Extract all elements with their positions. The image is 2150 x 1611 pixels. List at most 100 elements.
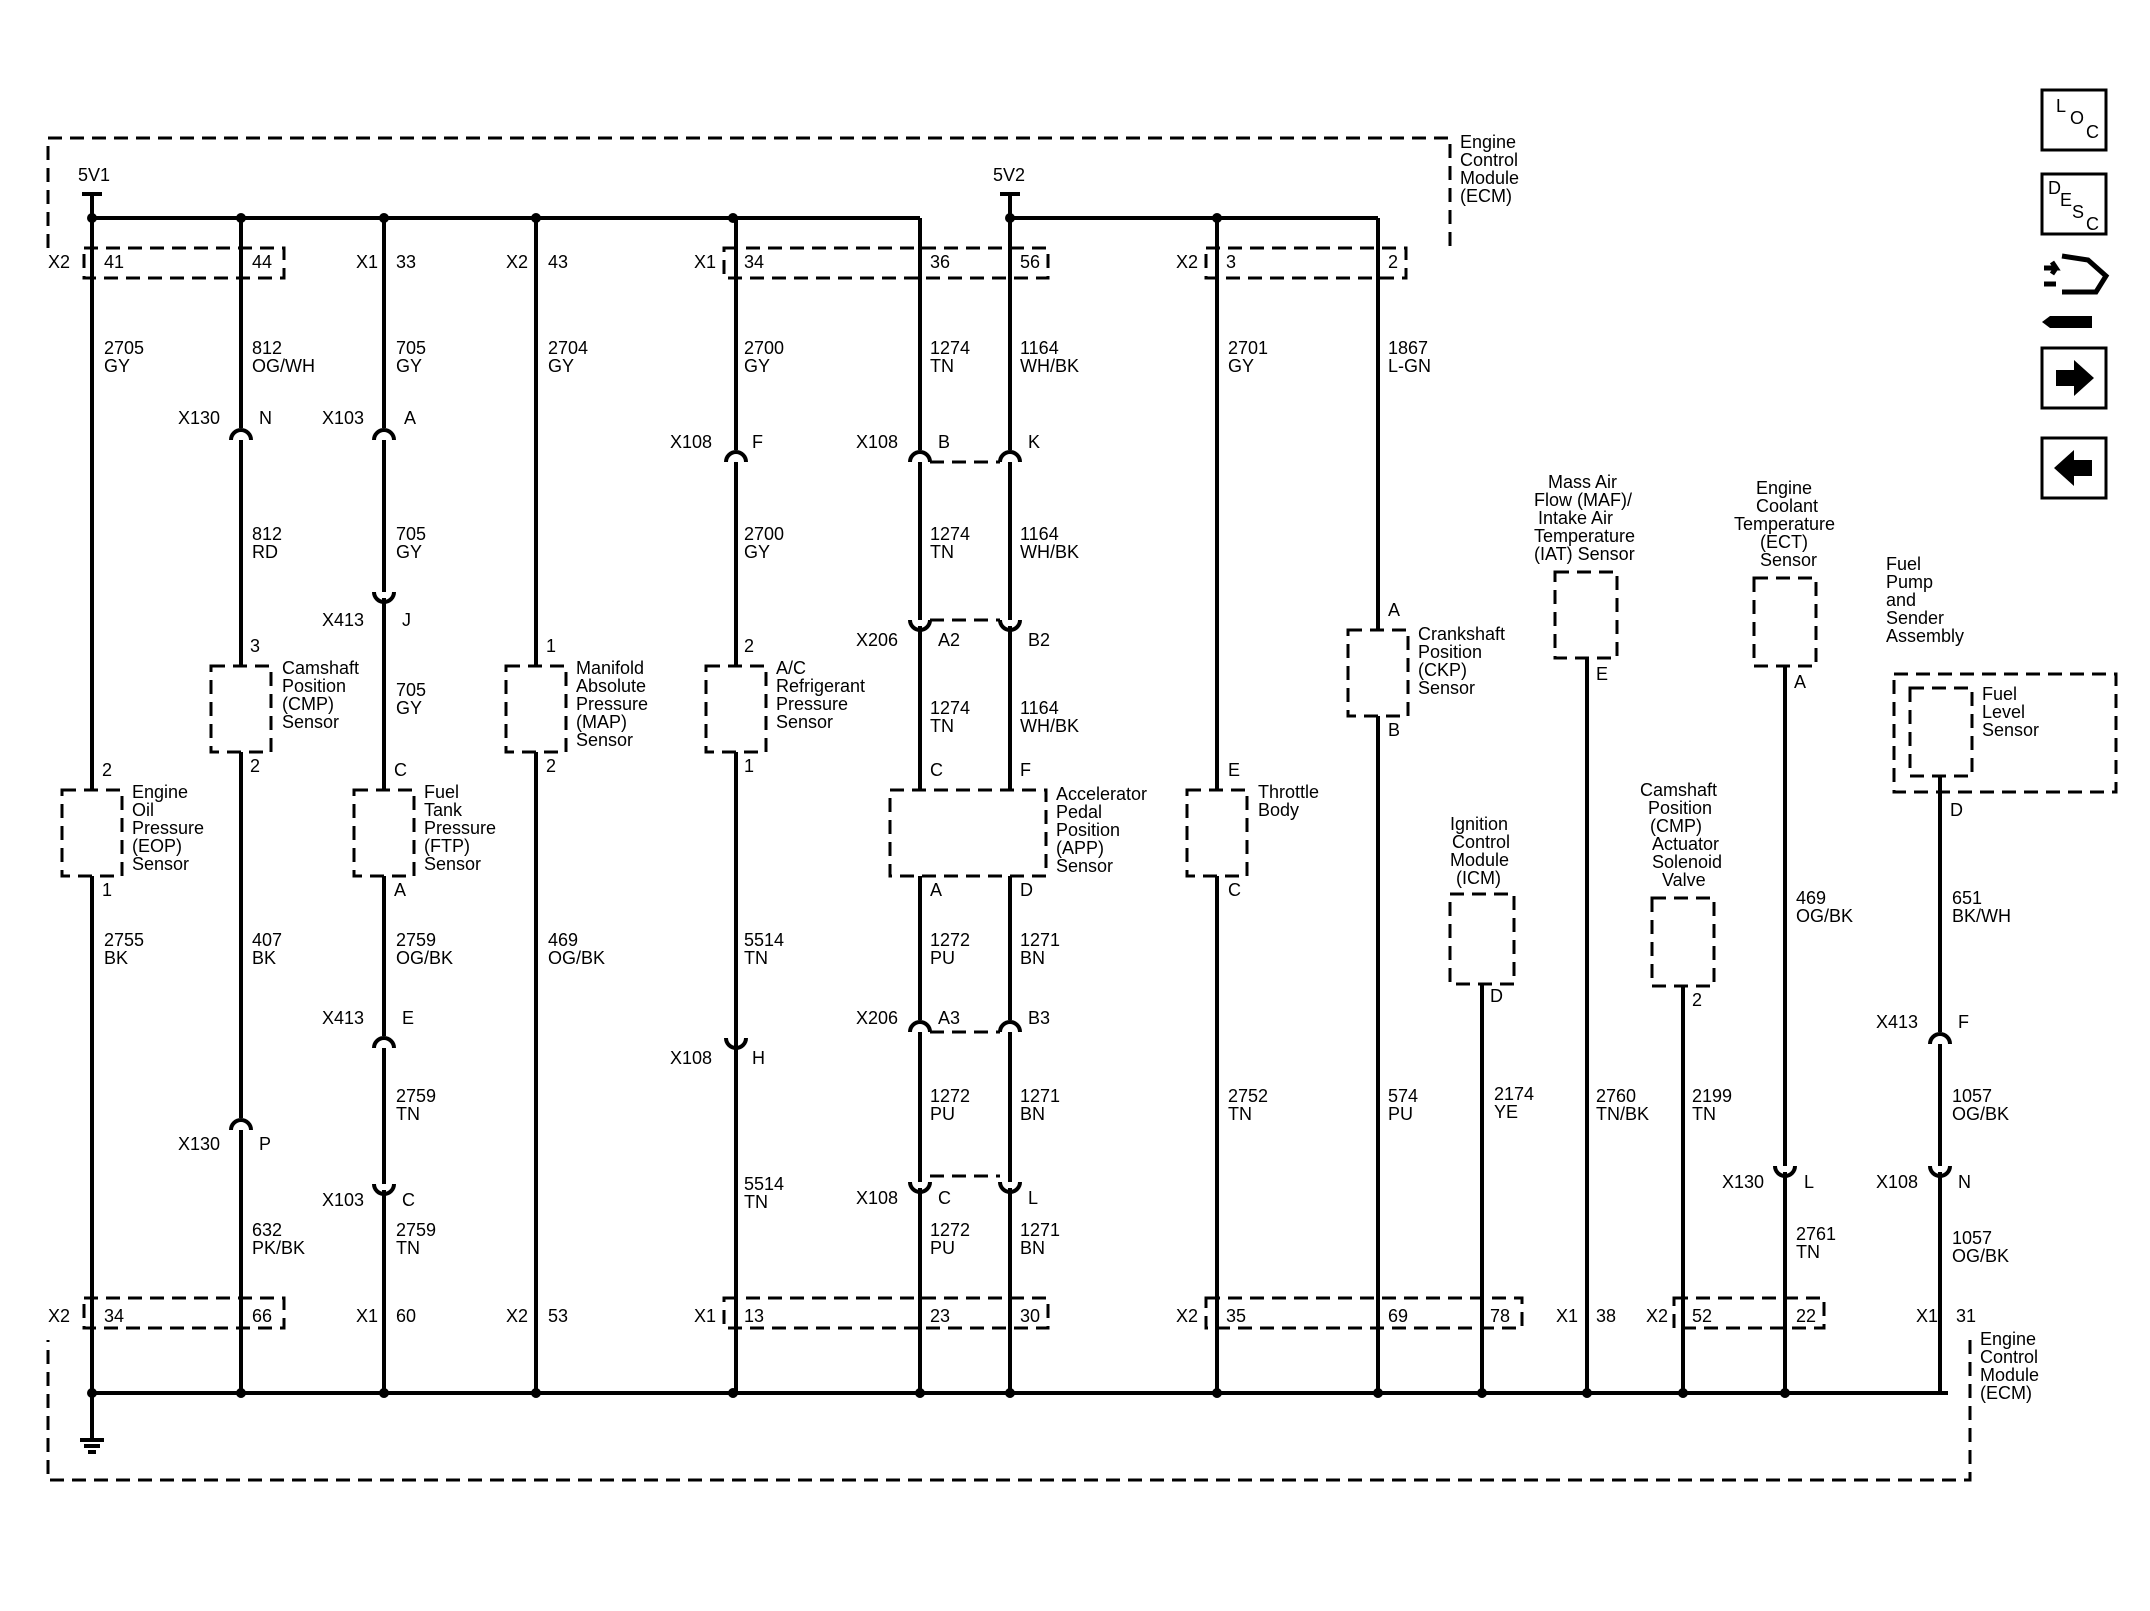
- svg-text:651: 651: [1952, 888, 1982, 908]
- previous-page-button[interactable]: [2040, 436, 2108, 500]
- svg-text:D: D: [2048, 178, 2061, 198]
- svg-text:Position: Position: [1056, 820, 1120, 840]
- svg-text:B: B: [938, 432, 950, 452]
- svg-text:Level: Level: [1982, 702, 2025, 722]
- svg-text:TN: TN: [1796, 1242, 1820, 1262]
- svg-text:GY: GY: [548, 356, 574, 376]
- svg-text:TN: TN: [930, 542, 954, 562]
- svg-text:5514: 5514: [744, 930, 784, 950]
- svg-text:38: 38: [1596, 1306, 1616, 1326]
- wire-segments: [90, 218, 1948, 1395]
- svg-text:X1: X1: [1556, 1306, 1578, 1326]
- svg-text:P: P: [259, 1134, 271, 1154]
- desc-button[interactable]: D E S C: [2040, 172, 2108, 236]
- svg-text:Temperature: Temperature: [1734, 514, 1835, 534]
- ignition-control-module: D Ignition Control Module (ICM): [1448, 814, 1516, 1006]
- svg-text:A: A: [1794, 672, 1806, 692]
- cmp-actuator-solenoid-valve: 2 Camshaft Position (CMP) Actuator Solen…: [1640, 780, 1722, 1010]
- svg-text:Intake Air: Intake Air: [1538, 508, 1613, 528]
- svg-text:A2: A2: [938, 630, 960, 650]
- ecm-label-top: Engine Control Module (ECM): [1460, 132, 1519, 206]
- svg-text:407: 407: [252, 930, 282, 950]
- eop-sensor: 2 1 Engine Oil Pressure (EOP) Sensor: [60, 760, 204, 900]
- ecm-top-boundary: [46, 136, 1452, 248]
- svg-text:2174: 2174: [1494, 1084, 1534, 1104]
- svg-text:Sensor: Sensor: [1418, 678, 1475, 698]
- bottom-connector-x2-d: [1672, 1296, 1826, 1330]
- svg-text:X108: X108: [1876, 1172, 1918, 1192]
- svg-text:Refrigerant: Refrigerant: [776, 676, 865, 696]
- svg-text:X2: X2: [506, 252, 528, 272]
- svg-text:X413: X413: [322, 610, 364, 630]
- svg-text:Camshaft: Camshaft: [282, 658, 359, 678]
- svg-text:X2: X2: [1646, 1306, 1668, 1326]
- loc-button[interactable]: L O C: [2040, 88, 2108, 152]
- bottom-connector-x2-c: [1204, 1296, 1524, 1330]
- svg-text:2752: 2752: [1228, 1086, 1268, 1106]
- connector-icon[interactable]: [2042, 253, 2110, 328]
- svg-text:Fuel: Fuel: [1982, 684, 2017, 704]
- svg-text:(MAP): (MAP): [576, 712, 627, 732]
- svg-text:D: D: [1020, 880, 1033, 900]
- svg-text:2759: 2759: [396, 1086, 436, 1106]
- svg-text:66: 66: [252, 1306, 272, 1326]
- svg-text:1: 1: [546, 636, 556, 656]
- svg-text:(ICM): (ICM): [1456, 868, 1501, 888]
- svg-text:Engine: Engine: [1980, 1329, 2036, 1349]
- svg-text:23: 23: [930, 1306, 950, 1326]
- ground-symbol: [80, 1393, 104, 1454]
- svg-text:53: 53: [548, 1306, 568, 1326]
- svg-text:X108: X108: [856, 1188, 898, 1208]
- svg-text:Accelerator: Accelerator: [1056, 784, 1147, 804]
- svg-text:Position: Position: [282, 676, 346, 696]
- ftp-sensor: C A Fuel Tank Pressure (FTP) Sensor: [352, 760, 496, 900]
- svg-text:1164: 1164: [1020, 524, 1059, 544]
- svg-text:22: 22: [1796, 1306, 1816, 1326]
- svg-text:Coolant: Coolant: [1756, 496, 1818, 516]
- svg-text:2755: 2755: [104, 930, 144, 950]
- svg-text:1272: 1272: [930, 930, 970, 950]
- throttle-body: E C Throttle Body: [1185, 760, 1319, 900]
- svg-text:(EOP): (EOP): [132, 836, 182, 856]
- svg-text:705: 705: [396, 338, 426, 358]
- svg-text:TN: TN: [744, 948, 768, 968]
- svg-text:Sender: Sender: [1886, 608, 1944, 628]
- svg-text:X206: X206: [856, 630, 898, 650]
- svg-text:2704: 2704: [548, 338, 588, 358]
- svg-text:Flow (MAF)/: Flow (MAF)/: [1534, 490, 1632, 510]
- maf-iat-sensor: E Mass Air Flow (MAF)/ Intake Air Temper…: [1534, 472, 1635, 684]
- svg-text:Mass Air: Mass Air: [1548, 472, 1617, 492]
- svg-text:1164: 1164: [1020, 338, 1059, 358]
- svg-text:Control: Control: [1980, 1347, 2038, 1367]
- svg-text:574: 574: [1388, 1086, 1418, 1106]
- ect-sensor: A Engine Coolant Temperature (ECT) Senso…: [1734, 478, 1835, 692]
- svg-text:C: C: [938, 1188, 951, 1208]
- svg-text:(CMP): (CMP): [282, 694, 334, 714]
- top-connector-x1-b: [722, 246, 1050, 280]
- svg-text:Absolute: Absolute: [576, 676, 646, 696]
- svg-text:469: 469: [1796, 888, 1826, 908]
- svg-text:2761: 2761: [1796, 1224, 1836, 1244]
- svg-text:X2: X2: [1176, 1306, 1198, 1326]
- bottom-connector-x1-b: [722, 1296, 1050, 1330]
- svg-text:E: E: [402, 1008, 414, 1028]
- svg-text:A: A: [404, 408, 416, 428]
- svg-text:Control: Control: [1452, 832, 1510, 852]
- map-sensor: 1 2 Manifold Absolute Pressure (MAP) Sen…: [504, 636, 648, 776]
- svg-text:A: A: [394, 880, 406, 900]
- svg-text:812: 812: [252, 338, 282, 358]
- svg-text:52: 52: [1692, 1306, 1712, 1326]
- svg-text:TN: TN: [930, 356, 954, 376]
- svg-text:Module: Module: [1460, 168, 1519, 188]
- svg-text:TN/BK: TN/BK: [1596, 1104, 1649, 1124]
- svg-text:and: and: [1886, 590, 1916, 610]
- svg-text:TN: TN: [396, 1104, 420, 1124]
- next-page-button[interactable]: [2040, 346, 2108, 410]
- svg-text:PU: PU: [930, 948, 955, 968]
- svg-text:2: 2: [102, 760, 112, 780]
- svg-text:A: A: [1388, 600, 1400, 620]
- svg-text:TN: TN: [396, 1238, 420, 1258]
- svg-text:2705: 2705: [104, 338, 144, 358]
- svg-text:Crankshaft: Crankshaft: [1418, 624, 1505, 644]
- svg-text:Camshaft: Camshaft: [1640, 780, 1717, 800]
